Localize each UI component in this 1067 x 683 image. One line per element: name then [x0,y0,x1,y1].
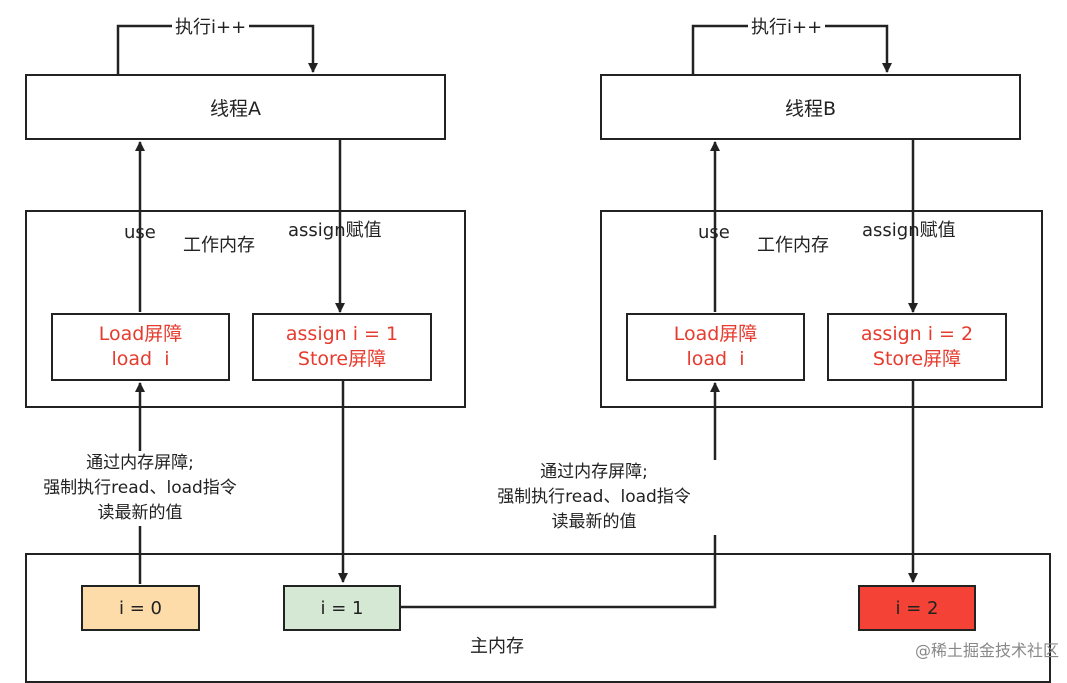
load-barrier-text: Load屏障 [98,323,183,345]
thread-b-loop-label: 执行i++ [748,17,826,39]
thread-a-work-memory-label: 工作内存 [183,235,255,256]
value-text: i = 2 [895,597,939,619]
store-barrier-text: Store屏障 [872,348,962,370]
middle-barrier-note: 通过内存屏障; 强制执行read、load指令 读最新的值 [465,460,723,535]
value-text: i = 0 [119,597,162,619]
load-instruction-text: load i [686,348,745,370]
thread-b-box: 线程B [600,74,1021,140]
thread-a-work-memory [25,210,466,408]
connector-lines [116,24,918,609]
value-text: i = 1 [320,597,364,619]
assign-instruction-text: assign i = 2 [860,323,974,345]
thread-a-box: 线程A [25,74,446,140]
thread-a-title: 线程A [210,97,261,120]
thread-a-use-label: use [124,222,156,243]
thread-b-assign-store-box: assign i = 2 Store屏障 [827,313,1007,381]
store-barrier-text: Store屏障 [297,348,387,370]
thread-a-loop-label: 执行i++ [172,17,250,39]
load-instruction-text: load i [111,348,170,370]
thread-b-work-memory-label: 工作内存 [757,235,829,256]
note-line: 强制执行read、load指令 [43,478,237,498]
note-line: 读最新的值 [97,503,183,523]
thread-b-use-label: use [698,222,730,243]
assign-instruction-text: assign i = 1 [285,323,399,345]
left-barrier-note: 通过内存屏障; 强制执行read、load指令 读最新的值 [12,451,268,526]
thread-b-load-barrier-box: Load屏障 load i [626,313,805,381]
note-line: 强制执行read、load指令 [497,487,691,507]
thread-b-title: 线程B [784,97,837,120]
note-line: 通过内存屏障; [540,462,648,482]
value-box-i0: i = 0 [81,585,200,631]
i1-to-load-b-arrow [400,382,720,609]
value-box-i2: i = 2 [858,585,976,631]
thread-a-assign-label: assign赋值 [288,220,382,241]
thread-a-load-barrier-box: Load屏障 load i [51,313,230,381]
note-line: 通过内存屏障; [86,453,194,473]
thread-a-assign-store-box: assign i = 1 Store屏障 [252,313,432,381]
main-memory-label: 主内存 [470,636,524,657]
load-barrier-text: Load屏障 [673,323,758,345]
watermark: @稀土掘金技术社区 [914,641,1059,660]
thread-b-work-memory [600,210,1043,408]
note-line: 读最新的值 [551,512,637,532]
value-box-i1: i = 1 [283,585,401,631]
thread-b-assign-label: assign赋值 [862,220,956,241]
